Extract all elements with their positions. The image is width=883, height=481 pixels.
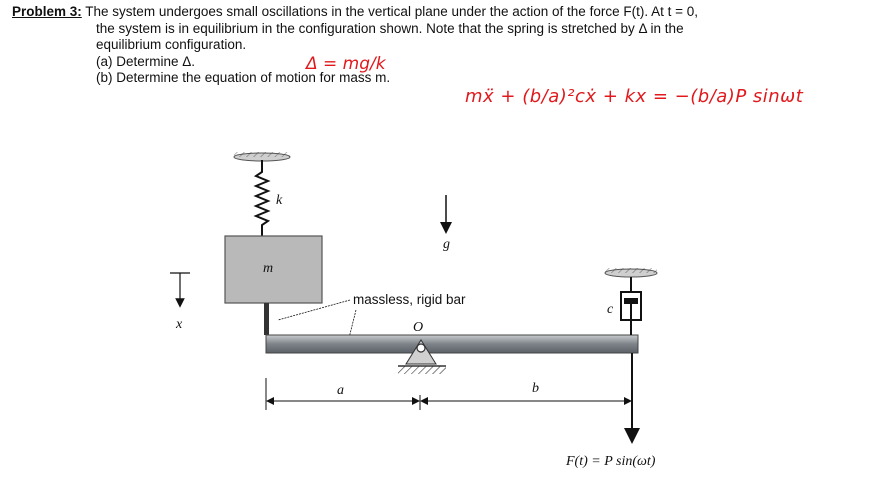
- problem-line-1: Problem 3: The system undergoes small os…: [12, 4, 872, 21]
- force-label: F(t) = P sin(ωt): [565, 454, 656, 469]
- dim-b-label: b: [532, 381, 539, 396]
- dim-a-label: a: [337, 383, 344, 398]
- pivot-label: O: [413, 320, 423, 335]
- mass-block: [224, 235, 323, 304]
- bar-leader-1: [277, 299, 351, 321]
- problem-line-3: equilibrium configuration.: [96, 37, 247, 52]
- mass-rod: [264, 303, 269, 335]
- handwritten-delta: Δ = mg/k: [306, 54, 386, 74]
- dimension-lines: [265, 353, 633, 410]
- mass-label: m: [263, 261, 273, 276]
- damper-label: c: [607, 302, 614, 317]
- coordinate-x-indicator: [170, 272, 190, 308]
- bar-label: massless, rigid bar: [353, 292, 466, 307]
- part-b: (b) Determine the equation of motion for…: [96, 70, 391, 85]
- problem-statement: Problem 3: The system undergoes small os…: [12, 4, 872, 87]
- part-a: (a) Determine Δ.: [96, 53, 196, 69]
- damper: [620, 277, 642, 335]
- problem-label: Problem 3:: [12, 4, 82, 19]
- rigid-bar: [265, 334, 639, 354]
- handwritten-equation-of-motion: mẍ + (b/a)²cẋ + kx = −(b/a)P sinωt: [465, 86, 804, 107]
- gravity-label: g: [443, 237, 450, 252]
- spring: [253, 160, 271, 236]
- problem-text-1: The system undergoes small oscillations …: [85, 4, 698, 19]
- problem-line-2: the system is in equilibrium in the conf…: [96, 20, 684, 36]
- pivot-support: [398, 339, 446, 374]
- spring-ceiling: [233, 152, 291, 162]
- damper-ceiling: [604, 268, 658, 278]
- spring-label: k: [276, 193, 283, 208]
- coordinate-x-label: x: [175, 317, 183, 332]
